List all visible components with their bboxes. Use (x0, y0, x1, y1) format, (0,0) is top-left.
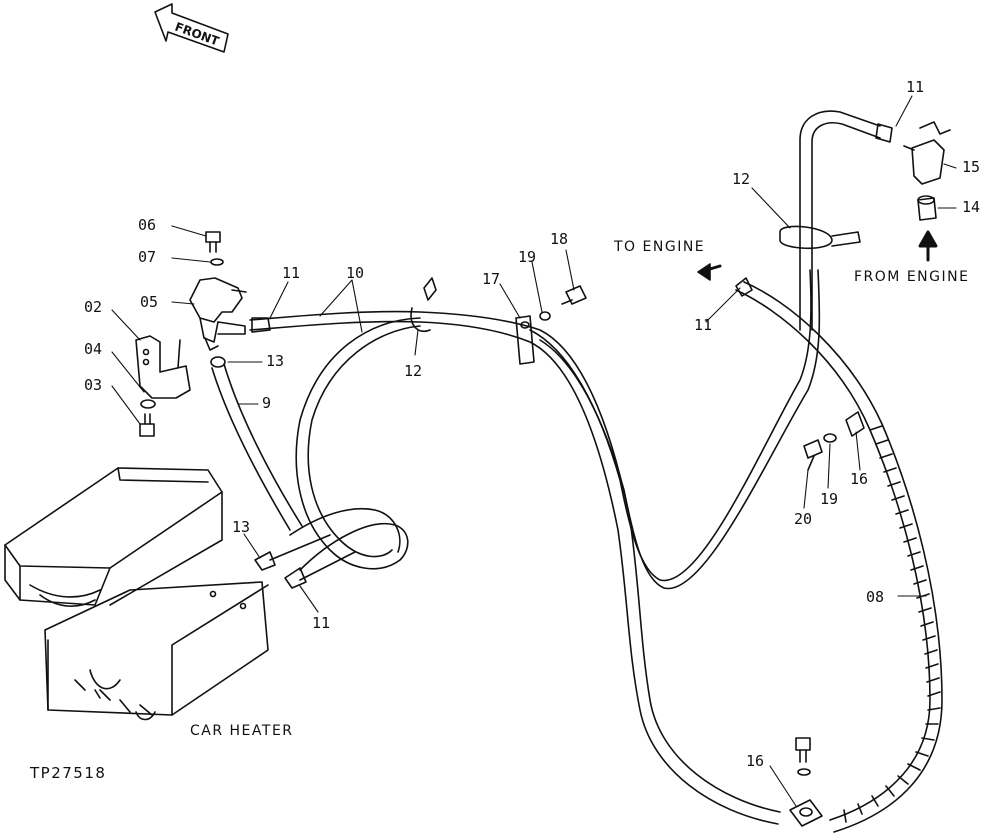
front-arrow-icon: FRONT (154, 3, 229, 53)
hose-9 (210, 356, 303, 531)
callout-13-upper: 13 (266, 352, 285, 370)
callout-11-right: 11 (694, 316, 713, 334)
washer-04 (140, 399, 156, 409)
from-engine-label: FROM ENGINE (854, 269, 970, 285)
washer-19-lower (823, 433, 837, 443)
callout-04: 04 (84, 340, 103, 358)
hose-right-upper (799, 110, 893, 331)
callout-11-lower: 11 (312, 614, 331, 632)
callout-14: 14 (962, 198, 981, 216)
callout-05: 05 (140, 293, 159, 311)
callout-19-lower: 19 (820, 490, 839, 508)
callout-07: 07 (138, 248, 157, 266)
washer-07 (210, 258, 224, 266)
bolt-06 (205, 231, 221, 253)
callout-16-lower: 16 (746, 752, 765, 770)
water-valve-assembly (189, 277, 247, 351)
clip-16-upper (845, 411, 865, 437)
callout-11-top: 11 (906, 78, 925, 96)
callout-11-valve: 11 (282, 264, 301, 282)
callout-02: 02 (84, 298, 103, 316)
hose-10 (249, 269, 821, 825)
valve-bracket (135, 335, 191, 399)
washer-19-upper (539, 311, 551, 321)
hose-08-corrugated (735, 277, 943, 833)
callout-17: 17 (482, 270, 501, 288)
callout-20: 20 (794, 510, 813, 528)
callout-03: 03 (84, 376, 103, 394)
from-engine-arrow-icon (918, 230, 938, 262)
bolt-lower-right (795, 737, 811, 776)
drain-tap-15 (903, 121, 951, 185)
figure-id: TP27518 (30, 764, 107, 782)
car-heater-label: CAR HEATER (190, 723, 294, 739)
bolt-03 (139, 413, 155, 437)
hose-lower-fittings (254, 534, 356, 589)
hose-clamp-12-right (779, 225, 861, 250)
callout-12-right: 12 (732, 170, 751, 188)
bolt-18 (561, 285, 587, 305)
fitting-14 (917, 195, 937, 221)
clip-17 (515, 315, 535, 365)
callout-06: 06 (138, 216, 157, 234)
callout-12-middle: 12 (404, 362, 423, 380)
bolt-20 (803, 439, 823, 471)
clip-16-lower (789, 799, 823, 827)
callout-9: 9 (262, 394, 272, 412)
clamp-12-middle (410, 277, 437, 332)
leader-lines (111, 95, 957, 807)
to-engine-label: TO ENGINE (614, 239, 706, 255)
to-engine-arrow-icon (697, 263, 722, 281)
car-heater-housing (4, 467, 269, 721)
callout-08: 08 (866, 588, 885, 606)
callout-19-upper: 19 (518, 248, 537, 266)
callout-13-lower: 13 (232, 518, 251, 536)
callout-10: 10 (346, 264, 365, 282)
callout-18: 18 (550, 230, 569, 248)
callout-15: 15 (962, 158, 981, 176)
callout-16-upper: 16 (850, 470, 869, 488)
